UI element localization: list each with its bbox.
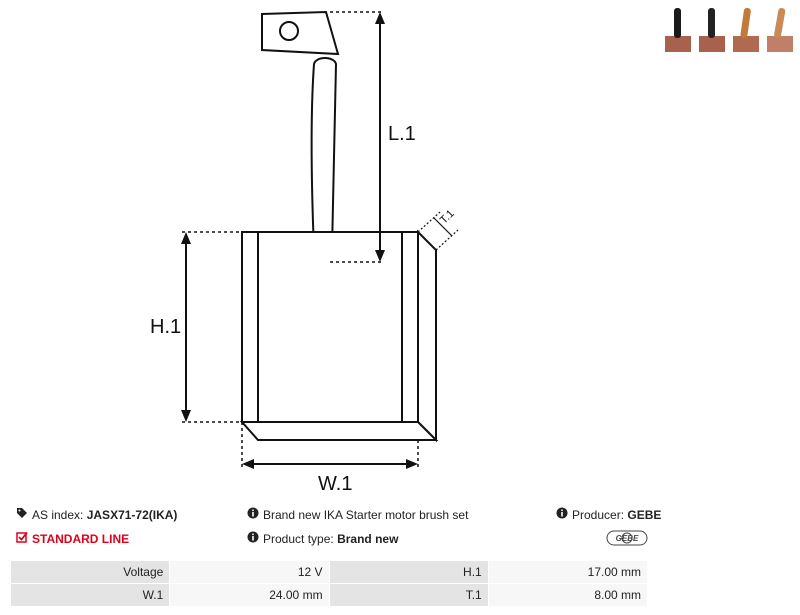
info-circle-icon — [556, 507, 568, 522]
shunt-wire — [310, 57, 338, 262]
label-h1: H.1 — [150, 316, 181, 338]
producer-value: GEBE — [627, 508, 662, 522]
spec-table: Voltage 12 V H.1 17.00 mm W.1 24.00 mm T… — [9, 560, 649, 607]
spec-label: T.1 — [328, 583, 489, 607]
spec-label: W.1 — [9, 583, 171, 607]
label-l1: L.1 — [388, 123, 416, 145]
technical-drawing: L.1 H.1 W.1 T.1 — [150, 10, 459, 495]
as-index-label: AS index: — [32, 508, 84, 522]
table-row: Voltage 12 V H.1 17.00 mm — [9, 560, 649, 584]
spec-value: 24.00 mm — [169, 583, 330, 607]
dimension-l1 — [330, 11, 385, 263]
description: Brand new IKA Starter motor brush set — [247, 507, 468, 522]
standard-line-label: STANDARD LINE — [32, 532, 130, 546]
info-circle-icon — [247, 531, 259, 546]
terminal-lug — [261, 10, 340, 56]
spec-label: H.1 — [328, 560, 489, 584]
label-t1: T.1 — [438, 208, 457, 227]
standard-line: STANDARD LINE — [16, 531, 129, 546]
spec-value: 17.00 mm — [487, 560, 649, 584]
product-type-label: Product type: — [263, 532, 334, 546]
thumbnail-1[interactable] — [663, 4, 693, 54]
product-type: Product type: Brand new — [247, 531, 398, 546]
check-square-icon — [16, 531, 28, 546]
thumbnail-4[interactable] — [765, 4, 795, 54]
as-index: AS index: JASX71-72(IKA) — [16, 507, 177, 522]
producer-logo-text: GEBE — [616, 534, 639, 543]
tag-icon — [16, 507, 28, 522]
producer-logo: GEBE — [606, 530, 648, 546]
product-type-value: Brand new — [337, 532, 399, 546]
dimension-w1 — [241, 422, 419, 470]
thumbnail-2[interactable] — [697, 4, 727, 54]
table-row: W.1 24.00 mm T.1 8.00 mm — [9, 583, 649, 607]
producer: Producer: GEBE — [556, 507, 661, 522]
info-circle-icon — [247, 507, 259, 522]
as-index-value: JASX71-72(IKA) — [86, 508, 178, 522]
spec-label: Voltage — [9, 560, 171, 584]
brush-body — [239, 229, 439, 443]
spec-value: 12 V — [169, 560, 330, 584]
description-text: Brand new IKA Starter motor brush set — [263, 508, 469, 522]
label-w1: W.1 — [318, 473, 352, 495]
thumbnail-3[interactable] — [731, 4, 761, 54]
dimension-t1 — [417, 211, 459, 251]
producer-label: Producer: — [572, 508, 625, 522]
dimension-h1 — [181, 231, 242, 423]
spec-value: 8.00 mm — [487, 583, 649, 607]
